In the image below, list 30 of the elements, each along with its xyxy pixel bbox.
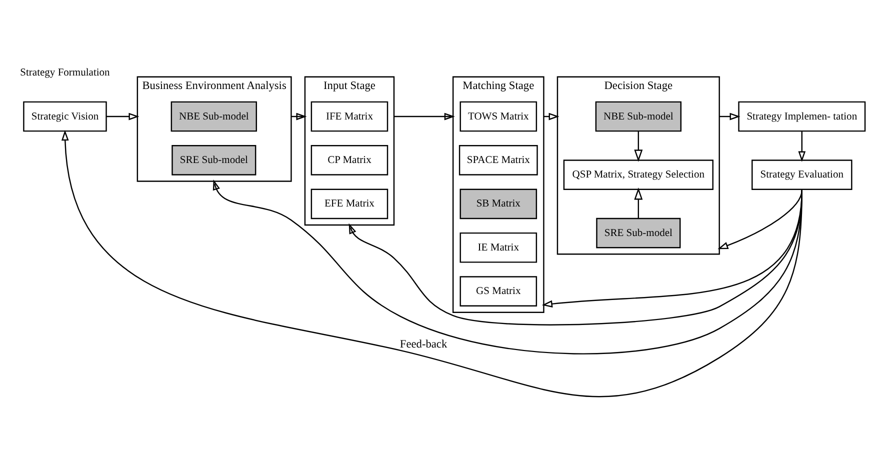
arrow bbox=[634, 131, 643, 162]
node-box: IFE Matrix bbox=[310, 101, 388, 132]
node-box: SPACE Matrix bbox=[458, 145, 538, 176]
arrow bbox=[719, 112, 740, 120]
node-box: SB Matrix bbox=[460, 188, 538, 220]
node-box: TOWS Matrix bbox=[460, 101, 538, 132]
node-box: IE Matrix bbox=[460, 232, 538, 263]
arrow bbox=[634, 188, 643, 218]
node-box: NBE Sub-model bbox=[595, 101, 682, 132]
arrow bbox=[291, 112, 307, 120]
arrow bbox=[718, 190, 802, 250]
arrow bbox=[348, 190, 802, 326]
arrow bbox=[798, 131, 806, 162]
label: Strategy Formulation bbox=[20, 68, 110, 79]
node-box: SRE Sub-model bbox=[596, 218, 681, 248]
node-box: NBE Sub-model bbox=[170, 101, 257, 132]
arrow bbox=[542, 190, 802, 308]
arrow bbox=[394, 112, 455, 120]
edge-label: Feed-back bbox=[400, 338, 448, 350]
node-box: CP Matrix bbox=[310, 145, 388, 176]
node-box: EFE Matrix bbox=[310, 188, 388, 220]
node-box: GS Matrix bbox=[460, 276, 538, 306]
node-box: Strategy Evaluation bbox=[752, 160, 852, 190]
arrow bbox=[106, 112, 140, 120]
node-box: Strategic Vision bbox=[23, 101, 107, 132]
arrow bbox=[61, 130, 802, 397]
node-box: SRE Sub-model bbox=[172, 145, 256, 176]
node-box: Strategy Implemen- tation bbox=[738, 101, 866, 132]
node-box: QSP Matrix, Strategy Selection bbox=[563, 160, 714, 190]
arrow bbox=[212, 180, 802, 354]
